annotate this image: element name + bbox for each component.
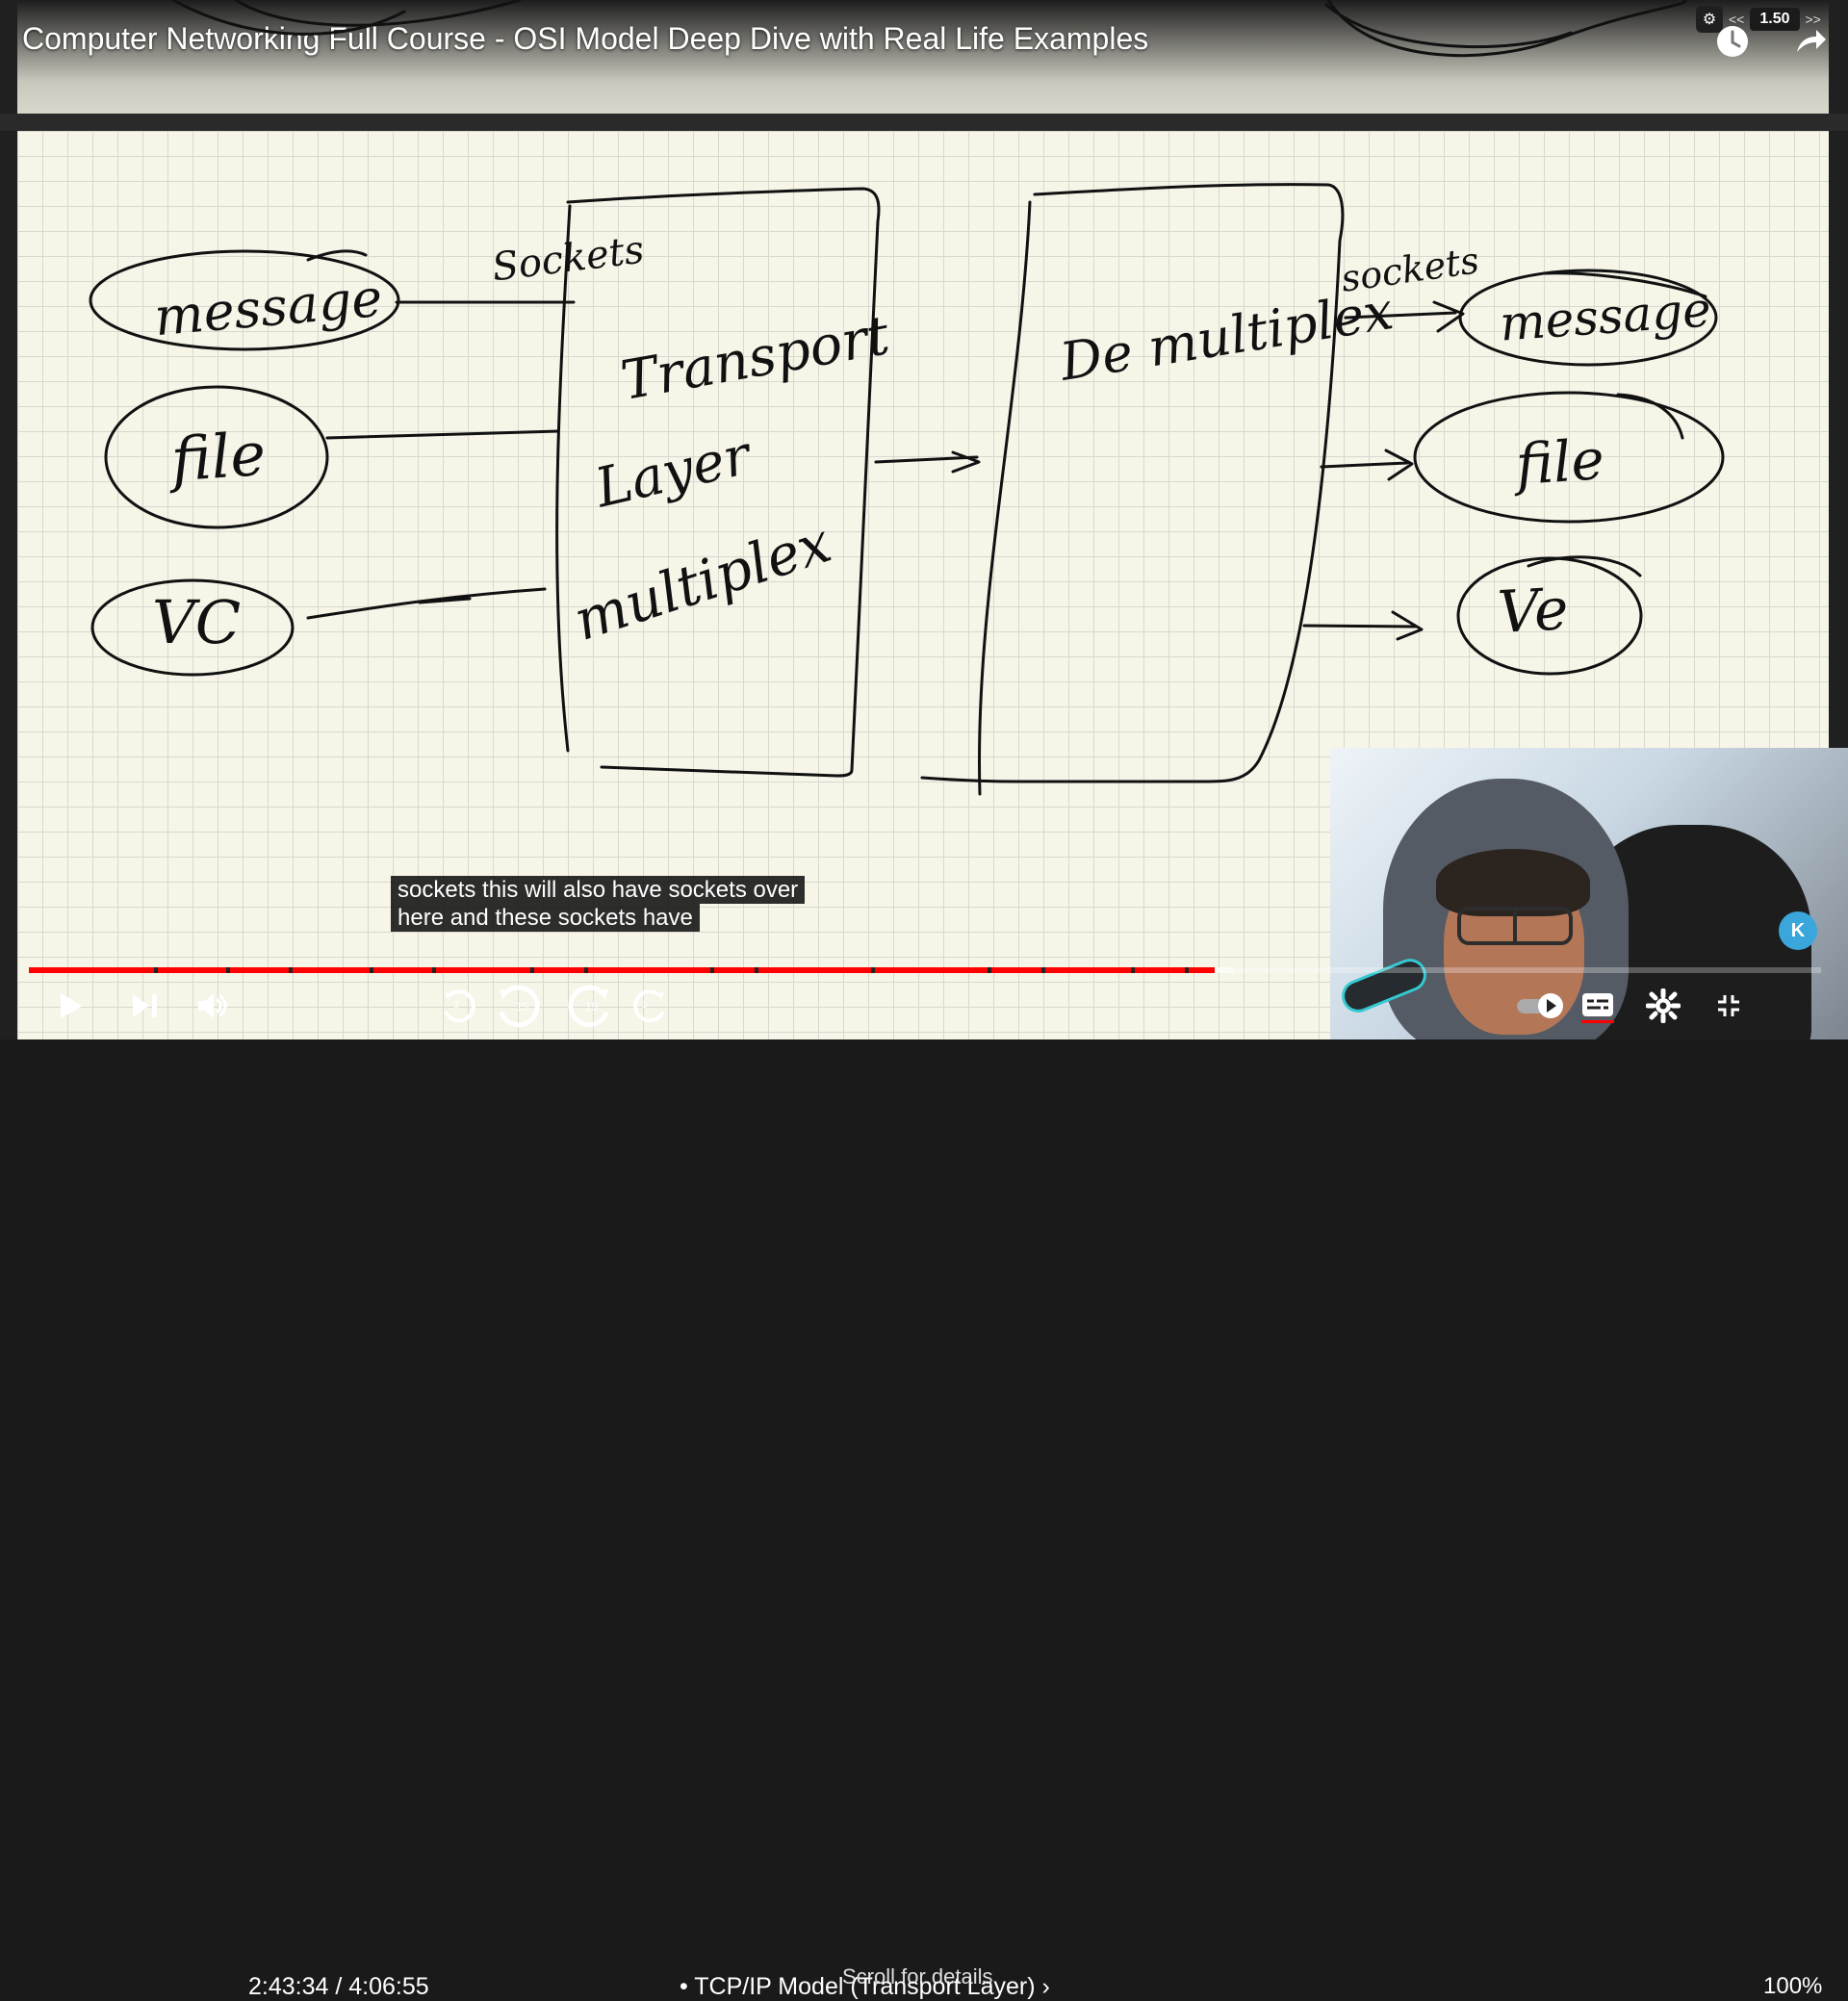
speed-value[interactable]: 1.50 [1750, 8, 1800, 31]
rewind-icon [499, 985, 540, 1028]
hair-shape [1436, 849, 1590, 916]
caption-box: sockets this will also have sockets over… [391, 876, 808, 932]
speed-next-button[interactable]: >> [1805, 12, 1821, 27]
video-progress-bar[interactable] [29, 967, 1821, 973]
file-right-label: file [1513, 425, 1606, 499]
chapter-marker [1184, 967, 1189, 973]
settings-button[interactable] [1637, 980, 1689, 1032]
volume-percent: 100% [1763, 1973, 1823, 1999]
skip-forward-3-button[interactable]: 3 [625, 980, 677, 1032]
vc-left-label: VC [152, 587, 242, 657]
skip-forward-15-button[interactable]: 15 [564, 980, 616, 1032]
skip-forward-label: 15 [585, 1000, 599, 1013]
skip-back-3-button[interactable]: 3 [432, 980, 484, 1032]
clock-icon[interactable] [1713, 22, 1752, 65]
gear-icon [1646, 988, 1681, 1023]
vc-right-label: Ve [1496, 576, 1571, 647]
skip-forward-small-label: 3 [642, 1000, 648, 1011]
skip-back-label: 15 [516, 1000, 529, 1013]
settings-icon[interactable]: ⚙ [1696, 6, 1723, 33]
chapter-marker [288, 967, 293, 973]
autoplay-icon [1517, 993, 1563, 1018]
chapter-marker [988, 967, 992, 973]
next-button[interactable] [117, 980, 169, 1032]
chapter-marker [225, 967, 230, 973]
rewind-icon [444, 989, 475, 1023]
file-left-label: file [168, 418, 269, 496]
captions-icon [1581, 993, 1614, 1023]
speed-controls[interactable]: ⚙ << 1.50 >> [1696, 5, 1848, 34]
chapter-marker [431, 967, 436, 973]
chapter-marker [154, 967, 159, 973]
caption-line-2: here and these sockets have [391, 904, 700, 932]
speed-prev-button[interactable]: << [1729, 12, 1745, 27]
next-icon [133, 994, 157, 1017]
bottom-controls[interactable]: 2:43:34 / 4:06:55 3 15 15 3 • TCP/IP Mod… [0, 980, 1848, 2000]
time-display: 2:43:34 / 4:06:55 [248, 1973, 429, 2000]
board-top-border [0, 114, 1848, 131]
scroll-for-details[interactable]: Scroll for details [842, 1964, 993, 1988]
exit-fullscreen-icon [1718, 995, 1739, 1016]
chapter-marker [1041, 967, 1046, 973]
chapter-marker [530, 967, 535, 973]
chapter-marker [369, 967, 373, 973]
play-icon [61, 993, 83, 1018]
caption-line-1: sockets this will also have sockets over [391, 876, 806, 904]
video-top-overlay [17, 0, 1829, 114]
chapter-marker [871, 967, 876, 973]
captions-button[interactable] [1572, 980, 1624, 1032]
played-progress [29, 967, 1216, 973]
skip-back-small-label: 3 [453, 1000, 459, 1011]
chapter-marker [709, 967, 714, 973]
skip-back-15-button[interactable]: 15 [492, 980, 544, 1032]
forward-icon [633, 989, 665, 1023]
play-button[interactable] [44, 980, 96, 1032]
glasses-shape [1457, 907, 1573, 945]
channel-badge: K [1779, 911, 1817, 950]
buffered-progress [1215, 967, 1233, 973]
video-title: Computer Networking Full Course - OSI Mo… [22, 21, 1149, 56]
top-overlay-actions[interactable] [1713, 23, 1829, 64]
chapter-marker [584, 967, 589, 973]
volume-icon [198, 993, 227, 1018]
forward-icon [568, 985, 609, 1028]
chapter-marker [755, 967, 759, 973]
chapter-markers [29, 967, 1821, 973]
chapter-marker [1131, 967, 1136, 973]
exit-fullscreen-button[interactable] [1703, 980, 1755, 1032]
volume-button[interactable] [186, 980, 238, 1032]
share-icon[interactable] [1790, 22, 1829, 65]
autoplay-toggle[interactable] [1506, 980, 1576, 1032]
